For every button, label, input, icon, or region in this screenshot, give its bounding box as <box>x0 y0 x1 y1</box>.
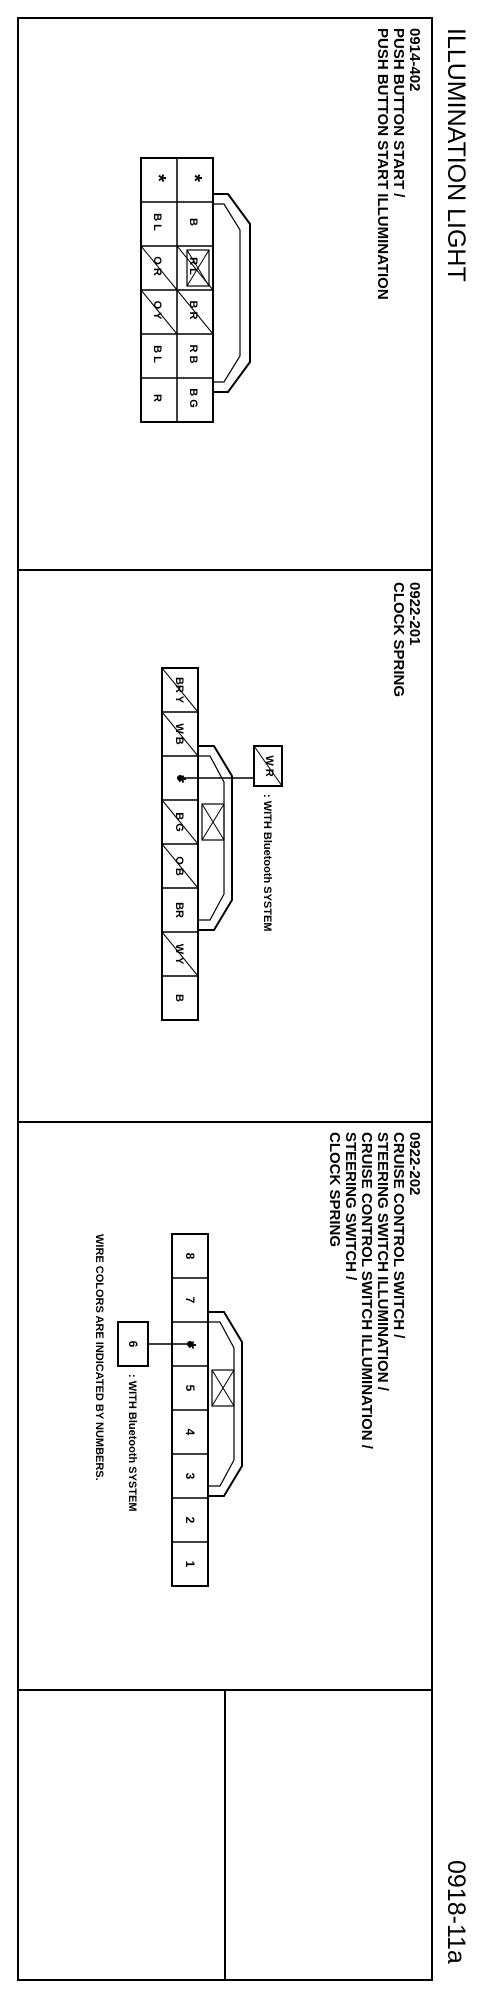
section-clock-spring: 0922-201 CLOCK SPRING BR Y <box>161 582 423 1021</box>
section-title-line: CLOCK SPRING <box>326 1132 343 1247</box>
section-code: 0922-201 <box>406 582 423 645</box>
option-pin-label: W R <box>263 755 275 776</box>
connector-lock-tab <box>198 745 233 931</box>
connector-0914-402: * B R L B R R B B G * B L O R O Y B L R <box>140 157 251 423</box>
connector-0922-201: BR Y W B * B G O B BR W Y B W R : WITH B… <box>161 667 283 1021</box>
connector-blank-x <box>186 249 210 287</box>
pin-label: BR <box>173 902 185 918</box>
pin-label: 4 <box>183 1429 197 1436</box>
option-pin-label: 6 <box>126 1341 140 1348</box>
section-code: 0922-202 <box>406 1132 423 1195</box>
wire-color-footnote: WIRE COLORS ARE INDICATED BY NUMBERS. <box>93 1234 105 1481</box>
section-cruise-control-switch: 0922-202 CRUISE CONTROL SWITCH / STEERIN… <box>93 1132 423 1587</box>
option-note: : WITH Bluetooth SYSTEM <box>261 794 273 931</box>
option-leader-dot <box>187 1341 193 1347</box>
pin-label: W Y <box>173 944 185 965</box>
option-leader-dot <box>177 775 183 781</box>
pin-label: R <box>151 394 163 402</box>
section-title-line: PUSH BUTTON START ILLUMINATION <box>374 28 391 300</box>
section-title-line: PUSH BUTTON START / <box>390 28 407 198</box>
page-title: ILLUMINATION LIGHT <box>442 28 470 282</box>
pin-hatch <box>161 843 199 889</box>
option-pin-box <box>117 1321 149 1367</box>
pin-label: O Y <box>151 301 163 320</box>
page-frame <box>17 17 433 1981</box>
connector-lock-tab-inner <box>198 755 225 921</box>
pin-hatch <box>161 667 199 713</box>
pin-hatch <box>176 289 214 335</box>
pin-label: * <box>147 174 169 182</box>
pin-label: 8 <box>183 1253 197 1260</box>
pin-label: W B <box>173 723 185 744</box>
connector-blank-x <box>201 803 225 841</box>
connector-lock-tab <box>213 193 251 393</box>
pin-label: 5 <box>183 1385 197 1392</box>
pin-label: * <box>183 174 205 182</box>
pin-hatch <box>140 245 178 291</box>
section-code: 0914-402 <box>406 28 423 91</box>
pin-label: B <box>187 218 199 226</box>
section-title-line: STEERING SWITCH / <box>342 1132 359 1281</box>
connector-lock-tab <box>208 1311 243 1497</box>
section-title-line: CRUISE CONTROL SWITCH / <box>390 1132 407 1339</box>
pin-hatch <box>161 711 199 757</box>
section-title-line: CLOCK SPRING <box>390 582 407 697</box>
pin-label: O R <box>151 256 163 276</box>
connector-blank-cell <box>186 249 210 287</box>
pin-label: B <box>173 994 185 1002</box>
pin-label: 3 <box>183 1473 197 1480</box>
connector-lock-tab-inner <box>213 203 241 383</box>
option-note: : WITH Bluetooth SYSTEM <box>126 1374 138 1511</box>
pin-label: 2 <box>183 1517 197 1524</box>
pin-hatch <box>253 745 283 787</box>
connector-0922-202: 8 7 * 5 4 3 2 1 6 : WITH Bluetooth SYSTE… <box>117 1233 243 1587</box>
pin-label: B R <box>187 301 199 320</box>
pin-label: R L <box>187 257 199 275</box>
pin-label: 1 <box>183 1561 197 1568</box>
pin-label: R B <box>187 345 199 364</box>
pin-label: B G <box>187 388 199 408</box>
page-number: 0918-11a <box>442 1860 470 1964</box>
pin-hatch <box>161 799 199 845</box>
pin-label: B L <box>151 213 163 231</box>
pin-label: B L <box>151 345 163 363</box>
connector-blank-x <box>211 1369 235 1407</box>
section-title-line: CRUISE CONTROL SWITCH ILLUMINATION / <box>358 1132 375 1450</box>
section-push-button-start: 0914-402 PUSH BUTTON START / PUSH BUTTON… <box>140 28 423 423</box>
pin-label: 7 <box>183 1297 197 1304</box>
section-title-line: STEERING SWITCH ILLUMINATION / <box>374 1132 391 1392</box>
pin-label: O B <box>173 856 185 876</box>
pin-hatch <box>161 931 199 977</box>
pin-hatch <box>140 289 178 335</box>
pin-label: BR Y <box>173 677 185 704</box>
pin-label: B G <box>173 812 185 832</box>
connector-lock-tab-inner <box>208 1321 235 1487</box>
